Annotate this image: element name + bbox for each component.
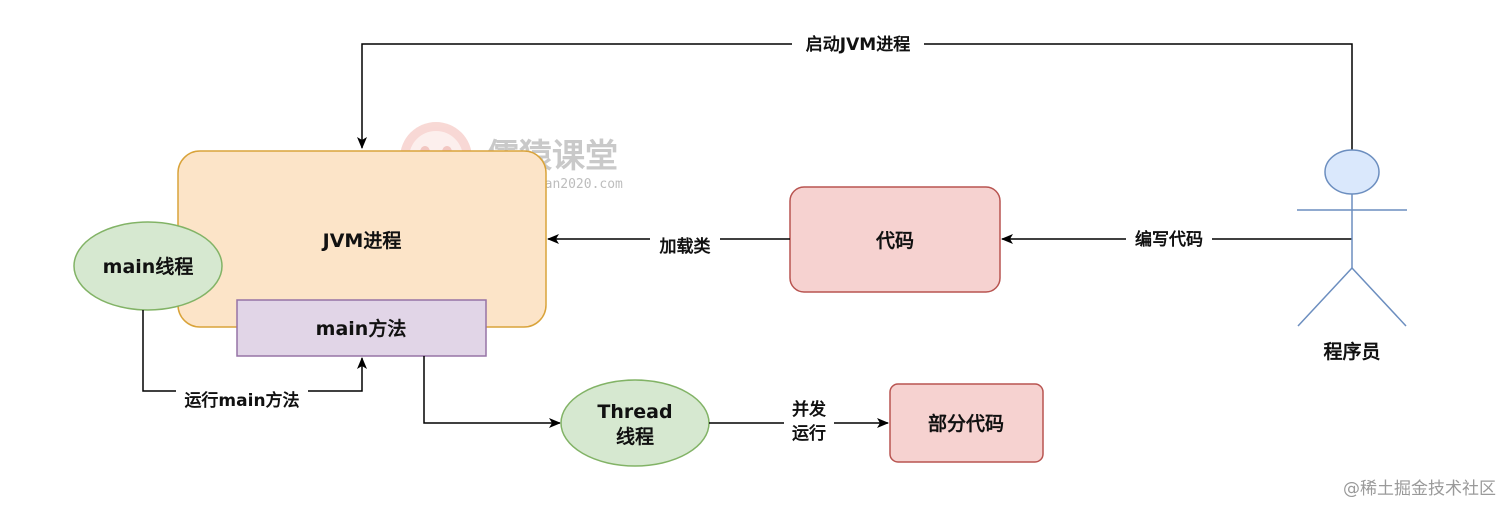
edge-start-jvm [357,43,1353,150]
edge-label-concurrent-line1: 并发 [792,399,827,420]
edge-label-bg [792,32,924,56]
jvm-process-label: JVM进程 [321,230,402,252]
edge-main-to-thread [423,356,561,428]
partial-code-label: 部分代码 [928,412,1004,435]
edge-label-write-code: 编写代码 [1135,229,1203,250]
thread-label-line1: Thread [597,401,672,423]
main-method-label: main方法 [316,317,407,340]
thread-label-line2: 线程 [616,425,654,448]
programmer-actor-icon [1297,149,1407,327]
edge-label-bg [1126,227,1212,251]
edge-label-run-main: 运行main方法 [184,390,299,411]
edge-label-bg [176,388,308,412]
edge-label-start-jvm: 启动JVM进程 [806,34,910,55]
main-thread-node [73,221,223,311]
main-thread-label: main线程 [103,255,194,278]
thread-node [560,379,710,467]
edge-label-bg [650,234,720,258]
partial-code-node [889,383,1044,463]
edge-label-bg [784,398,834,444]
main-method-node [236,299,487,357]
programmer-label: 程序员 [1323,340,1380,363]
credit-text: @稀土掘金技术社区 [1343,479,1496,499]
edge-label-concurrent-line2: 运行 [792,423,826,444]
code-label: 代码 [875,230,914,252]
edge-label-load-class: 加载类 [659,236,712,257]
